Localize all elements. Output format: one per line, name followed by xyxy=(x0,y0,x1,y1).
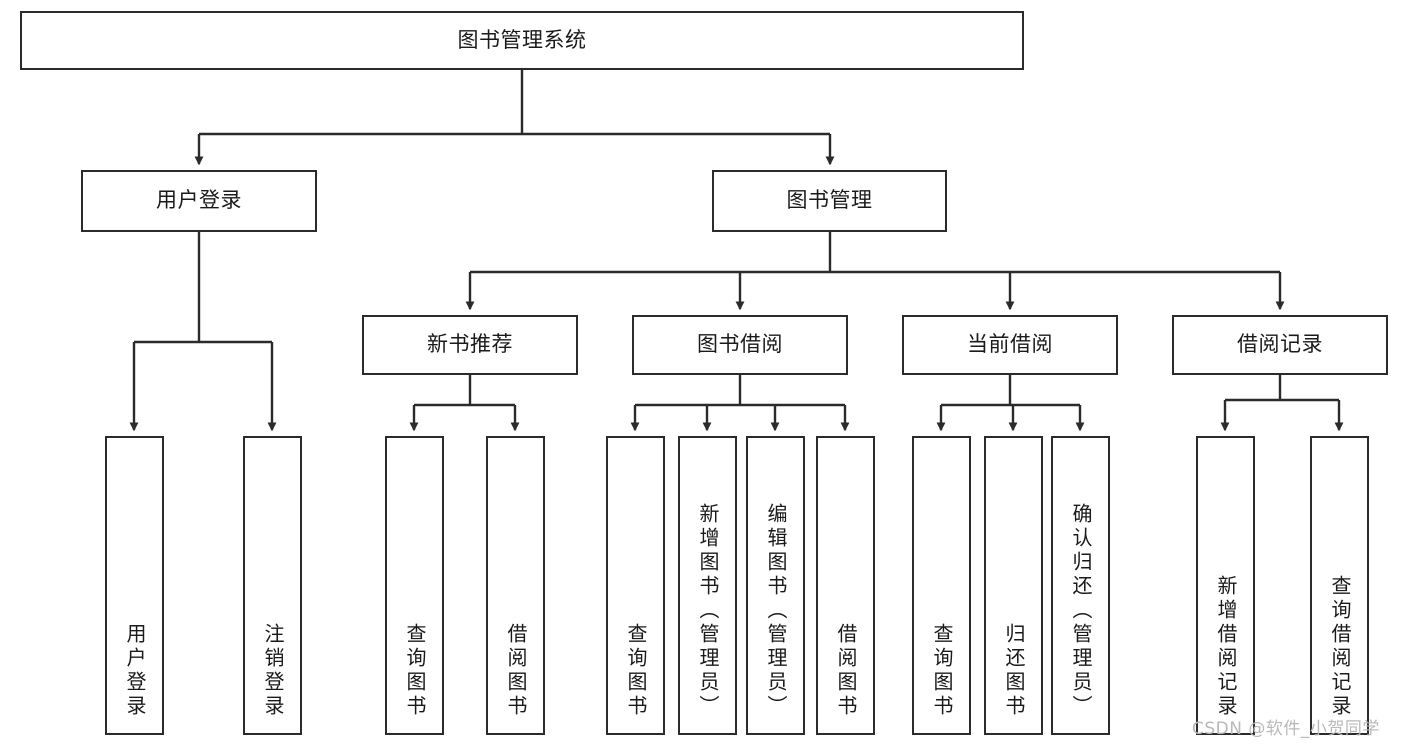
node-leaf-borrow-book-2-label: 借阅图书 xyxy=(834,623,858,719)
node-leaf-logout-label: 注销登录 xyxy=(261,623,285,719)
node-book-borrow-label: 图书借阅 xyxy=(697,332,783,357)
node-current-borrow-label: 当前借阅 xyxy=(967,332,1053,357)
node-leaf-edit-book-label: 编辑图书（管理员） xyxy=(764,503,788,719)
node-leaf-query-record-label: 查询借阅记录 xyxy=(1328,575,1352,719)
node-leaf-user-login-label: 用户登录 xyxy=(123,623,147,719)
node-leaf-return-book-label: 归还图书 xyxy=(1002,623,1026,719)
node-leaf-query-book-3[interactable]: 查询图书 xyxy=(912,436,971,735)
node-leaf-borrow-book-1-label: 借阅图书 xyxy=(504,623,528,719)
node-leaf-query-book-2-label: 查询图书 xyxy=(624,623,648,719)
node-leaf-query-record[interactable]: 查询借阅记录 xyxy=(1310,436,1369,735)
csdn-watermark: CSDN @软件_小贺同学 xyxy=(1192,719,1380,739)
node-leaf-borrow-book-2[interactable]: 借阅图书 xyxy=(816,436,875,735)
node-book-manage-label: 图书管理 xyxy=(786,188,873,213)
node-book-manage[interactable]: 图书管理 xyxy=(712,170,947,232)
node-leaf-edit-book[interactable]: 编辑图书（管理员） xyxy=(746,436,805,735)
node-leaf-add-book-label: 新增图书（管理员） xyxy=(696,503,720,719)
node-book-borrow[interactable]: 图书借阅 xyxy=(632,315,848,375)
node-leaf-query-book-3-label: 查询图书 xyxy=(930,623,954,719)
node-leaf-borrow-book-1[interactable]: 借阅图书 xyxy=(486,436,545,735)
node-new-book-rec[interactable]: 新书推荐 xyxy=(362,315,578,375)
node-leaf-query-book-2[interactable]: 查询图书 xyxy=(606,436,665,735)
node-leaf-add-record-label: 新增借阅记录 xyxy=(1214,575,1238,719)
node-borrow-record[interactable]: 借阅记录 xyxy=(1172,315,1388,375)
node-new-book-rec-label: 新书推荐 xyxy=(427,332,513,357)
node-leaf-add-record[interactable]: 新增借阅记录 xyxy=(1196,436,1255,735)
node-leaf-return-book[interactable]: 归还图书 xyxy=(984,436,1043,735)
node-root[interactable]: 图书管理系统 xyxy=(20,11,1024,70)
node-leaf-query-book-1[interactable]: 查询图书 xyxy=(385,436,444,735)
node-user-login[interactable]: 用户登录 xyxy=(81,170,317,232)
node-user-login-label: 用户登录 xyxy=(156,188,242,213)
node-leaf-query-book-1-label: 查询图书 xyxy=(403,623,427,719)
node-leaf-confirm-return-label: 确认归还（管理员） xyxy=(1069,503,1093,719)
node-leaf-logout[interactable]: 注销登录 xyxy=(243,436,302,735)
node-borrow-record-label: 借阅记录 xyxy=(1237,332,1323,357)
node-root-label: 图书管理系统 xyxy=(457,27,587,52)
node-leaf-user-login[interactable]: 用户登录 xyxy=(105,436,164,735)
node-leaf-add-book[interactable]: 新增图书（管理员） xyxy=(678,436,737,735)
node-leaf-confirm-return[interactable]: 确认归还（管理员） xyxy=(1051,436,1110,735)
node-current-borrow[interactable]: 当前借阅 xyxy=(902,315,1118,375)
